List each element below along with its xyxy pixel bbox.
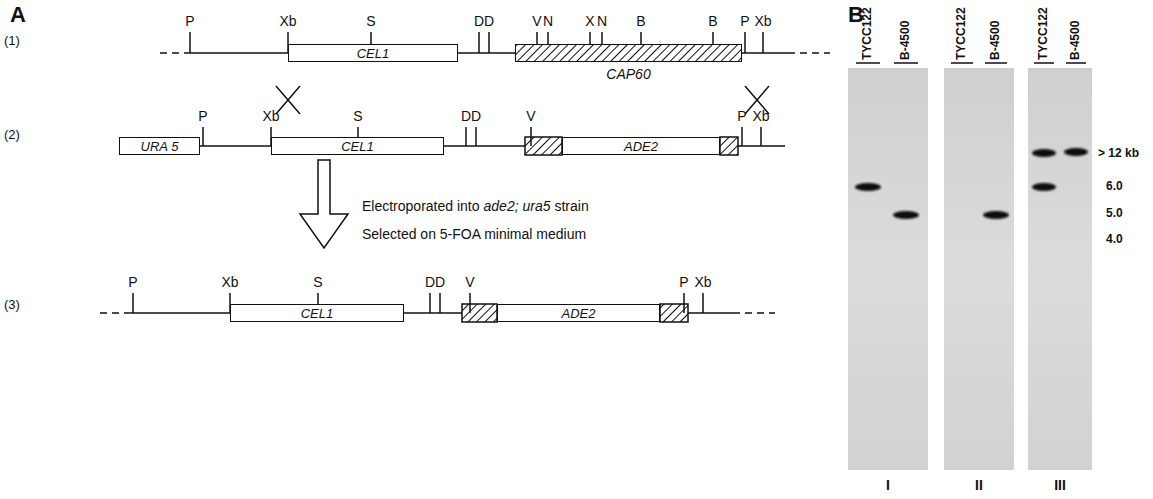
size-marker: 5.0 <box>1106 207 1123 221</box>
lane-label: B-4500 <box>899 21 913 60</box>
gene-name: CAP60 <box>606 67 650 82</box>
panel-letter: A <box>10 2 26 27</box>
lane-label: B-4500 <box>1069 21 1083 60</box>
site-tick <box>762 32 764 53</box>
restriction-site: D <box>435 274 445 290</box>
gene-name: ADE2 <box>562 306 596 321</box>
row-number: (2) <box>4 128 20 143</box>
restriction-site: P <box>740 13 749 29</box>
restriction-site: B <box>708 13 717 29</box>
procedure-note: strain <box>554 198 588 214</box>
restriction-site: X <box>585 13 594 29</box>
procedure-note: ade2; ura5 <box>484 198 551 214</box>
site-tick <box>744 32 746 53</box>
lane-label: TYCC122 <box>861 7 875 60</box>
panel-number: III <box>1054 477 1066 493</box>
restriction-site: S <box>366 13 375 29</box>
size-marker: > 12 kb <box>1098 147 1139 161</box>
gene-box: URA 5 <box>119 137 200 155</box>
site-tick <box>741 127 743 146</box>
procedure-note: Electroporated into <box>362 198 480 214</box>
site-tick <box>760 127 762 146</box>
site-tick <box>465 127 467 146</box>
site-tick <box>478 32 480 53</box>
gene-box: CEL1 <box>288 44 458 62</box>
site-tick <box>439 293 441 313</box>
restriction-site: B <box>636 13 645 29</box>
restriction-site: P <box>185 13 194 29</box>
procedure-line: Electroporated intoade2; ura5strain <box>362 198 593 214</box>
lane-label: TYCC122 <box>955 7 969 60</box>
restriction-site: D <box>461 108 471 124</box>
gene-box: ADE2 <box>497 304 660 322</box>
restriction-site: P <box>737 108 746 124</box>
restriction-site: N <box>597 13 607 29</box>
restriction-site: D <box>425 274 435 290</box>
restriction-site: N <box>543 13 553 29</box>
hatch-fill <box>516 45 741 61</box>
restriction-site: V <box>526 108 535 124</box>
restriction-site: Xb <box>262 108 279 124</box>
panel-number: I <box>886 477 890 493</box>
restriction-site: P <box>198 108 207 124</box>
restriction-site: Xb <box>221 274 238 290</box>
site-tick <box>530 127 532 146</box>
size-marker: 4.0 <box>1106 233 1123 247</box>
restriction-site: Xb <box>752 108 769 124</box>
gene-name: CEL1 <box>341 139 374 154</box>
restriction-site: V <box>465 274 474 290</box>
row-number: (3) <box>4 298 20 313</box>
site-tick <box>702 293 704 313</box>
restriction-site: Xb <box>279 13 296 29</box>
restriction-site: Xb <box>694 274 711 290</box>
site-tick <box>429 293 431 313</box>
restriction-site: Xb <box>754 13 771 29</box>
restriction-site: P <box>128 274 137 290</box>
gene-name: CEL1 <box>357 46 390 61</box>
gene-box: ADE2 <box>562 137 720 155</box>
site-tick <box>475 127 477 146</box>
restriction-site: D <box>484 13 494 29</box>
restriction-site: V <box>532 13 541 29</box>
site-tick <box>469 293 471 313</box>
gene-name: URA 5 <box>141 139 179 154</box>
site-tick <box>132 293 134 313</box>
restriction-site: D <box>474 13 484 29</box>
procedure-note: Selected on 5-FOA minimal medium <box>362 226 586 242</box>
gene-box: CEL1 <box>230 304 404 322</box>
lane-label: TYCC122 <box>1037 7 1051 60</box>
row-number: (1) <box>4 34 20 49</box>
hatched-gene-box: CAP60 <box>515 44 742 62</box>
restriction-site: S <box>353 108 362 124</box>
gene-name: ADE2 <box>624 139 658 154</box>
restriction-site: S <box>313 274 322 290</box>
site-tick <box>202 127 204 146</box>
gene-box: CEL1 <box>271 137 444 155</box>
site-tick <box>488 32 490 53</box>
panel-number: II <box>975 477 983 493</box>
size-marker: 6.0 <box>1106 180 1123 194</box>
lane-label: B-4500 <box>989 21 1003 60</box>
site-tick <box>189 32 191 53</box>
site-tick <box>683 293 685 313</box>
restriction-site: P <box>679 274 688 290</box>
gene-name: CEL1 <box>301 306 334 321</box>
restriction-site: D <box>471 108 481 124</box>
